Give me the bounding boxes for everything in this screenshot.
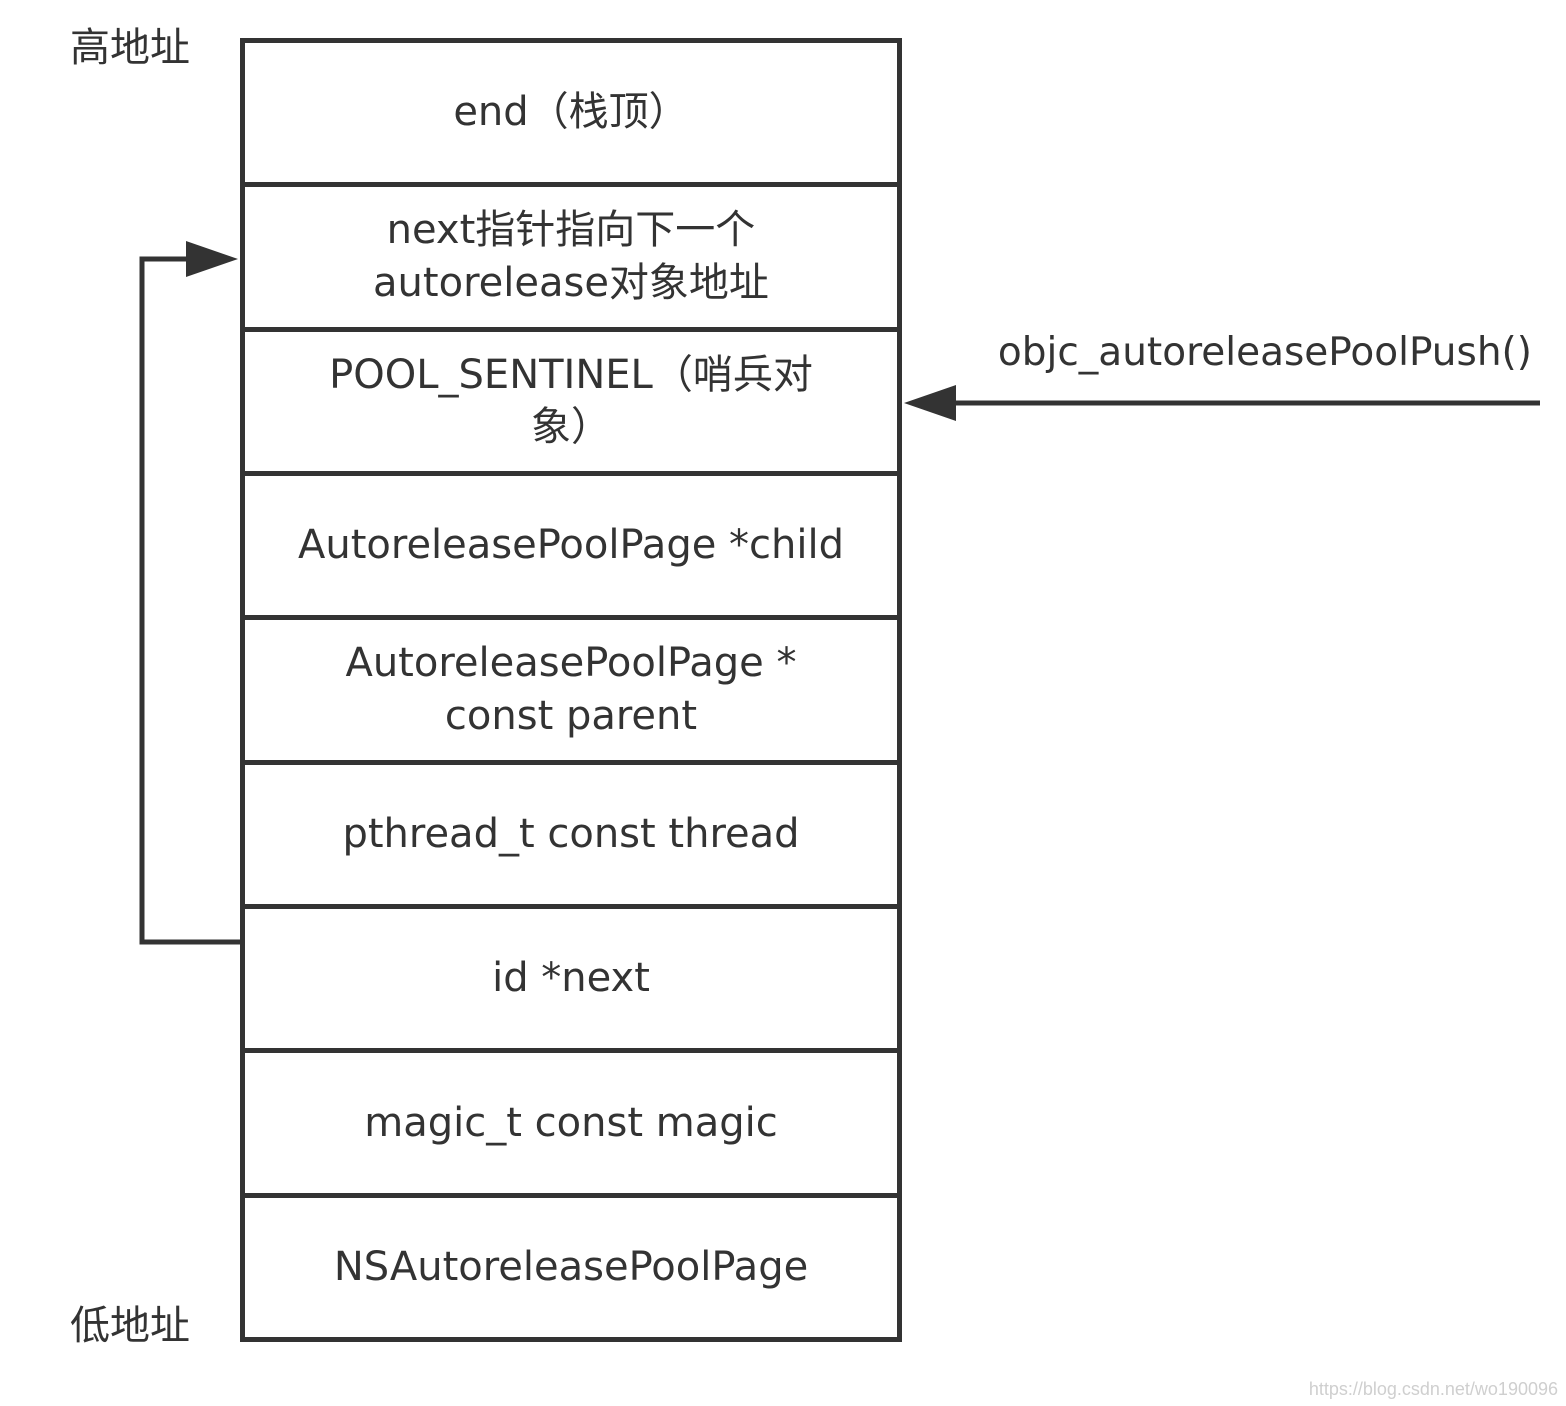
stack-cell-next-pointer-target: next指针指向下一个 autorelease对象地址 [245,187,897,332]
push-call-label: objc_autoreleasePoolPush() [997,330,1532,375]
next-pointer-arrow-line [139,256,240,945]
stack-cell-ns-autorelease-pool-page: NSAutoreleasePoolPage [333,1243,809,1290]
stack-cell-next: id *next [245,909,897,1054]
high-address-label: 高地址 [70,25,190,71]
next-pointer-arrowhead [186,241,238,277]
autorelease-pool-page-stack: end（栈顶） next指针指向下一个 autorelease对象地址 POOL… [240,38,902,1342]
low-address-label: 低地址 [70,1303,190,1349]
stack-cell-end: end（栈顶） [245,43,897,188]
stack-cell-thread: pthread_t const thread [245,765,897,909]
push-arrowhead [904,385,956,421]
stack-cell-pool-sentinel: POOL_SENTINEL（哨兵对 象） [245,332,897,476]
stack-cell-parent: AutoreleasePoolPage * const parent [245,620,897,765]
watermark: https://blog.csdn.net/wo190096 [1308,1379,1558,1399]
stack-cell-magic: magic_t const magic [245,1053,897,1198]
stack-cell-child: AutoreleasePoolPage *child [245,476,897,621]
